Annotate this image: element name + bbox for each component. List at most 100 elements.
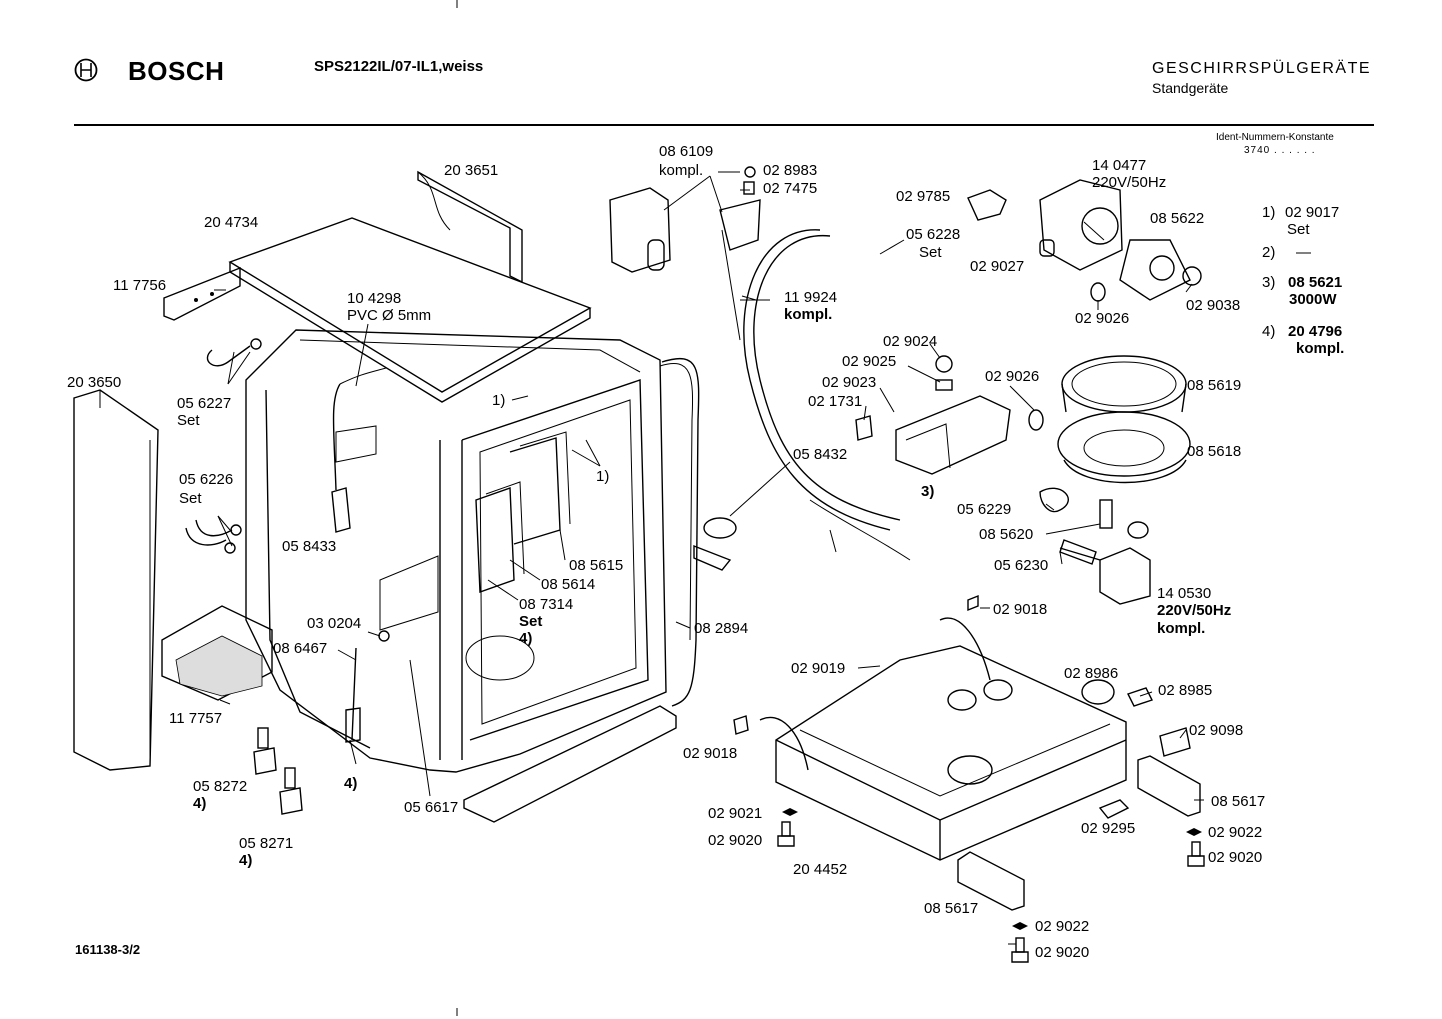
part-label: 02 8985 xyxy=(1158,682,1213,699)
part-label: 02 9785 xyxy=(896,188,951,205)
part-label: 05 6617 xyxy=(404,799,459,816)
part-label: 20 4734 xyxy=(204,214,259,231)
sump-filter-part xyxy=(1039,355,1191,539)
part-label: 08 5622 xyxy=(1150,210,1205,227)
part-label: 02 9021 xyxy=(708,805,763,822)
ident-label: Ident-Nummern-Konstante xyxy=(1216,132,1334,143)
part-label: 05 6227 xyxy=(177,395,232,412)
part-label: Set xyxy=(519,613,543,630)
part-label: 02 9018 xyxy=(993,601,1048,618)
part-label: 02 9026 xyxy=(1075,310,1130,327)
base-block-part xyxy=(161,605,273,701)
legend-num-3: 3) xyxy=(1262,274,1276,291)
part-label: 08 5619 xyxy=(1187,377,1242,394)
cabinet-body-part xyxy=(245,329,667,773)
foot-screw-part xyxy=(777,821,1205,963)
part-label: Set xyxy=(919,244,942,261)
part-label: 220V/50Hz xyxy=(1092,174,1167,191)
part-label: Set xyxy=(177,412,200,429)
part-label: 02 9020 xyxy=(1208,849,1263,866)
worktop-part xyxy=(228,217,592,403)
document-number: 161138-3/2 xyxy=(75,942,141,957)
legend-sub-3: 3000W xyxy=(1289,291,1337,308)
part-label: 08 7314 xyxy=(519,596,574,613)
part-label: 14 0477 xyxy=(1092,157,1147,174)
foot-bracket-right-part xyxy=(1137,755,1201,817)
dosing-box-part xyxy=(609,166,761,273)
part-label: 08 6467 xyxy=(273,640,328,657)
legend-num-2: 2) xyxy=(1262,244,1276,261)
part-label: 4) xyxy=(193,795,207,812)
part-label: 02 1731 xyxy=(808,393,863,410)
motor-part xyxy=(967,179,1202,302)
part-label: 14 0530 xyxy=(1157,585,1212,602)
ident-value: 3740 . . . . . . xyxy=(1244,145,1316,156)
part-label: 08 5614 xyxy=(541,576,596,593)
part-label: 05 8272 xyxy=(193,778,248,795)
part-label: 05 6230 xyxy=(994,557,1049,574)
part-label: 11 9924 xyxy=(784,289,838,306)
legend-sub-1: Set xyxy=(1287,221,1310,238)
part-label: 08 5615 xyxy=(569,557,624,574)
part-label: 1) xyxy=(492,392,506,409)
circulation-pump-part xyxy=(1059,539,1151,605)
part-label: 220V/50Hz xyxy=(1157,602,1232,619)
legend-num-4: 4) xyxy=(1262,323,1276,340)
part-label: 02 9020 xyxy=(1035,944,1090,961)
part-label: 02 9038 xyxy=(1186,297,1241,314)
part-label: 05 6226 xyxy=(179,471,234,488)
part-label: Set xyxy=(179,490,202,507)
pressure-switch-part xyxy=(693,517,737,571)
plinth-strip-part xyxy=(463,705,677,823)
part-label: 02 9024 xyxy=(883,333,938,350)
float-part xyxy=(1081,679,1115,705)
part-label: 20 4452 xyxy=(793,861,848,878)
part-label: 02 9018 xyxy=(683,745,738,762)
hose-left-part xyxy=(185,338,387,554)
part-label: 10 4298 xyxy=(347,290,402,307)
part-label: kompl. xyxy=(659,162,704,179)
part-label: 08 5620 xyxy=(979,526,1034,543)
part-label: 05 6228 xyxy=(906,226,961,243)
part-label: kompl. xyxy=(1157,620,1206,637)
side-panel-part xyxy=(73,389,159,771)
part-label: 02 9098 xyxy=(1189,722,1244,739)
part-label: 05 8432 xyxy=(793,446,848,463)
part-label: 02 8986 xyxy=(1064,665,1119,682)
part-label: 4) xyxy=(239,852,253,869)
part-label: 02 9022 xyxy=(1035,918,1090,935)
model-number: SPS2122IL/07-IL1,weiss xyxy=(314,58,484,75)
door-gasket-part xyxy=(661,357,700,707)
part-label: 02 9019 xyxy=(791,660,846,677)
clip-part-2 xyxy=(967,594,979,612)
part-label: kompl. xyxy=(784,306,833,323)
part-label: 3) xyxy=(921,483,935,500)
legend-num-1: 1) xyxy=(1262,204,1276,221)
header-divider xyxy=(74,124,1374,126)
part-label: 08 6109 xyxy=(659,143,714,160)
part-label: 02 7475 xyxy=(763,180,818,197)
part-label: 08 5618 xyxy=(1187,443,1242,460)
appliance-subcategory: Standgeräte xyxy=(1152,80,1229,96)
inlet-hose-part xyxy=(721,229,911,561)
part-label: 05 8271 xyxy=(239,835,294,852)
door-rod-part xyxy=(345,647,361,743)
part-label: 05 8433 xyxy=(282,538,337,555)
part-label: 08 2894 xyxy=(694,620,749,637)
leader-lines xyxy=(214,171,1204,945)
inner-plates-part xyxy=(475,431,571,593)
part-label: 4) xyxy=(344,775,358,792)
foot-bracket-bottom-part xyxy=(957,851,1025,911)
part-label: 1) xyxy=(596,468,610,485)
bosch-armature-logo-icon xyxy=(74,58,98,82)
brand-name: BOSCH xyxy=(128,56,225,86)
part-label: 11 7757 xyxy=(169,710,223,727)
part-label: 03 0204 xyxy=(307,615,362,632)
part-label: 05 6229 xyxy=(957,501,1012,518)
legend-text-4: 20 4796 xyxy=(1288,323,1343,340)
legend-sub-4: kompl. xyxy=(1296,340,1345,357)
float-switch-part xyxy=(331,487,351,533)
level-switch-part xyxy=(253,727,303,815)
capacitor-part xyxy=(1159,727,1191,757)
